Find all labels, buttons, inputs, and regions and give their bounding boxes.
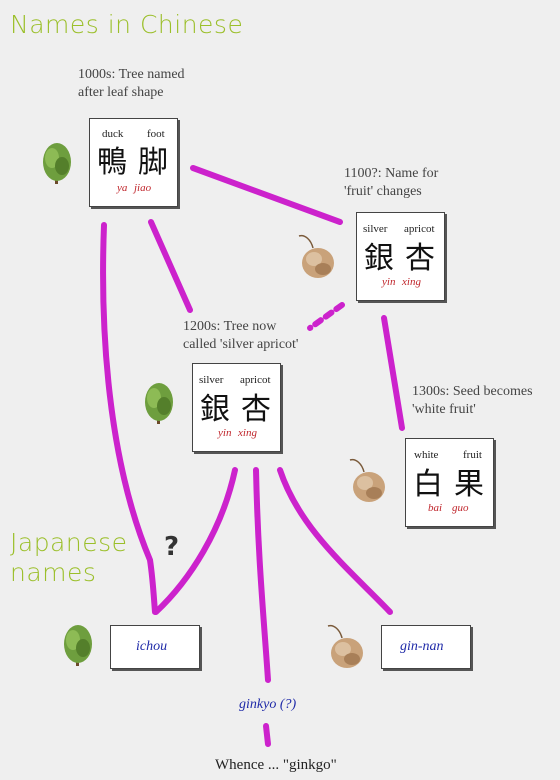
note-1100s-line2: 'fruit' changes (344, 184, 422, 199)
link-duckfoot-to-silverapricot-1100 (190, 165, 343, 225)
gloss-silver: silver (363, 223, 388, 235)
link-duckfoot-to-ichou (100, 222, 158, 615)
link-dashed-1100-to-1200 (307, 302, 345, 331)
japanese-names-heading: Japanese names (10, 528, 128, 588)
ginkgo-tree-icon (64, 625, 92, 666)
japanese-heading-line1: Japanese (10, 528, 128, 557)
gloss-apricot: apricot (240, 374, 271, 386)
hanzi-yin: 銀 (364, 241, 394, 276)
hanzi-xing: 杏 (405, 241, 435, 276)
pinyin-bai: bai (428, 502, 443, 514)
gloss-apricot: apricot (404, 223, 435, 235)
note-1000s: 1000s: Tree named after leaf shape (78, 66, 185, 102)
card-duck-foot: duck foot 鴨 脚 ya jiao (89, 118, 178, 207)
japanese-gin-nan: gin-nan (400, 639, 444, 654)
hanzi-jiao: 脚 (138, 145, 168, 180)
note-1200s-line1: 1200s: Tree now (183, 319, 277, 334)
link-silverapricot-1200-to-ginkyo (253, 467, 271, 683)
gloss-silver: silver (199, 374, 224, 386)
japanese-ichou: ichou (136, 639, 168, 654)
note-1200s: 1200s: Tree now called 'silver apricot' (183, 318, 298, 354)
gloss-duck: duck (102, 128, 124, 140)
ginkgo-tree-icon (43, 143, 71, 184)
pinyin-xing: xing (402, 276, 421, 288)
japanese-ginkyo: ginkyo (?) (239, 697, 297, 712)
question-mark: ? (164, 532, 180, 562)
note-1200s-line2: called 'silver apricot' (183, 337, 299, 352)
link-duckfoot-to-silverapricot-1200 (148, 219, 193, 313)
link-silverapricot-1100-to-whitefruit (381, 315, 405, 431)
gloss-fruit: fruit (463, 449, 482, 461)
japanese-heading-line2: names (10, 558, 97, 587)
note-1300s-line1: 1300s: Seed becomes (412, 384, 533, 399)
hanzi-yin: 銀 (200, 392, 230, 427)
note-1100s: 1100?: Name for 'fruit' changes (344, 165, 438, 201)
gloss-white: white (414, 449, 439, 461)
chinese-names-heading: Names in Chinese (10, 10, 244, 39)
note-1100s-line1: 1100?: Name for (344, 166, 439, 181)
pinyin-guo: guo (452, 502, 469, 514)
hanzi-ya: 鴨 (97, 145, 127, 180)
footer-ginkgo: Whence ... "ginkgo" (215, 757, 337, 773)
ginkgo-seed-icon (298, 234, 334, 278)
gloss-foot: foot (147, 128, 165, 140)
pinyin-jiao: jiao (134, 182, 152, 194)
card-white-fruit: white fruit 白 果 bai guo (405, 438, 494, 527)
link-ginkyo-to-ginkgo (263, 723, 271, 747)
card-silver-apricot-1200: silver apricot 銀 杏 yin xing (192, 363, 281, 452)
card-ichou: ichou (110, 625, 200, 669)
pinyin-yin: yin (382, 276, 396, 288)
pinyin-yin: yin (218, 427, 232, 439)
hanzi-guo: 果 (454, 467, 484, 502)
link-silverapricot-1200-to-ginnan (277, 467, 393, 615)
note-1000s-line2: after leaf shape (78, 85, 164, 100)
link-silverapricot-1200-to-ichou (153, 467, 238, 615)
ginkgo-seed-icon (349, 458, 385, 502)
card-gin-nan: gin-nan (381, 625, 471, 669)
pinyin-ya: ya (117, 182, 128, 194)
note-1300s-line2: 'white fruit' (412, 402, 476, 417)
note-1000s-line1: 1000s: Tree named (78, 67, 185, 82)
hanzi-xing: 杏 (241, 392, 271, 427)
note-1300s: 1300s: Seed becomes 'white fruit' (412, 383, 533, 419)
card-silver-apricot-1100: silver apricot 銀 杏 yin xing (356, 212, 445, 301)
ginkgo-seed-icon (327, 624, 363, 668)
pinyin-xing: xing (238, 427, 257, 439)
hanzi-bai: 白 (413, 467, 443, 502)
ginkgo-tree-icon (145, 383, 173, 424)
